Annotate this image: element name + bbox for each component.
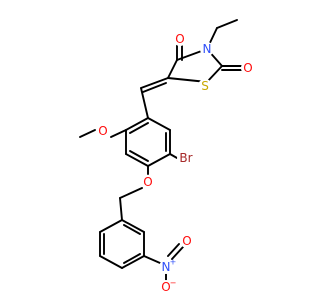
svg-text:N: N [203, 42, 212, 56]
bond-ar-br [169, 153, 178, 159]
bond-o-me [79, 129, 96, 138]
charge-plus: + [170, 258, 177, 267]
svg-text:O: O [143, 175, 152, 189]
svg-text:S: S [201, 79, 209, 93]
bond-ar6-ar1 [125, 117, 149, 131]
bond-c5-c4 [167, 59, 178, 79]
bond-c5-ch-a [140, 77, 169, 89]
charge-minus: − [170, 279, 177, 288]
svg-text:O: O [182, 234, 191, 248]
bond-br6-br1 [99, 219, 123, 233]
bond-ar3-ar4 [147, 153, 171, 167]
bond-c5-ch-b [142, 82, 167, 93]
bond-ch2-ch3 [216, 19, 238, 29]
bond-br4-br5 [99, 255, 123, 269]
svg-text:Br: Br [179, 151, 192, 165]
bond-br3-br4-inner [123, 253, 141, 264]
bond-br3-br4 [121, 255, 145, 269]
svg-text:O: O [161, 280, 170, 294]
bond-oether-ch2 [119, 187, 143, 199]
atom-o-carbonyl-top: O [173, 32, 187, 46]
bond-ar4-ar5 [125, 153, 149, 167]
atom-o-nitro-top: O [180, 234, 194, 248]
bond-ch2-ar2 [119, 197, 123, 221]
atom-br: Br [177, 149, 195, 167]
bond-n-o-top-b [167, 243, 180, 257]
molecule-diagram: O N O S Br O O N + O O − [79, 19, 255, 294]
bond-c2-s1 [206, 65, 223, 83]
atom-n-ring: N [200, 42, 214, 56]
bond-br1-br2-inner [123, 224, 141, 235]
atom-o-nitro-bottom: O − [159, 279, 177, 294]
atom-s-ring: S [198, 79, 212, 93]
svg-text:O: O [98, 124, 107, 138]
bond-br1-br2 [121, 219, 145, 233]
structure-canvas: O N O S Br O O N + O O − [79, 19, 255, 294]
bond-ar-ome [110, 129, 127, 138]
atom-o-carbonyl-right: O [241, 61, 255, 75]
bond-n-o-top-a [171, 246, 184, 260]
bond-ar4-ar5-inner [129, 150, 149, 162]
svg-text:N: N [162, 260, 171, 274]
svg-text:O: O [243, 61, 252, 75]
atom-o-methoxy: O [96, 124, 110, 138]
bond-ar6-ar1-inner [129, 122, 149, 134]
atom-o-ether: O [141, 175, 155, 189]
bond-ch-aryl [140, 87, 149, 119]
bond-ar1-ar2 [147, 117, 171, 131]
svg-text:O: O [175, 32, 184, 46]
atom-n-nitro: N + [159, 258, 177, 274]
bond-ar-no2 [143, 255, 161, 264]
